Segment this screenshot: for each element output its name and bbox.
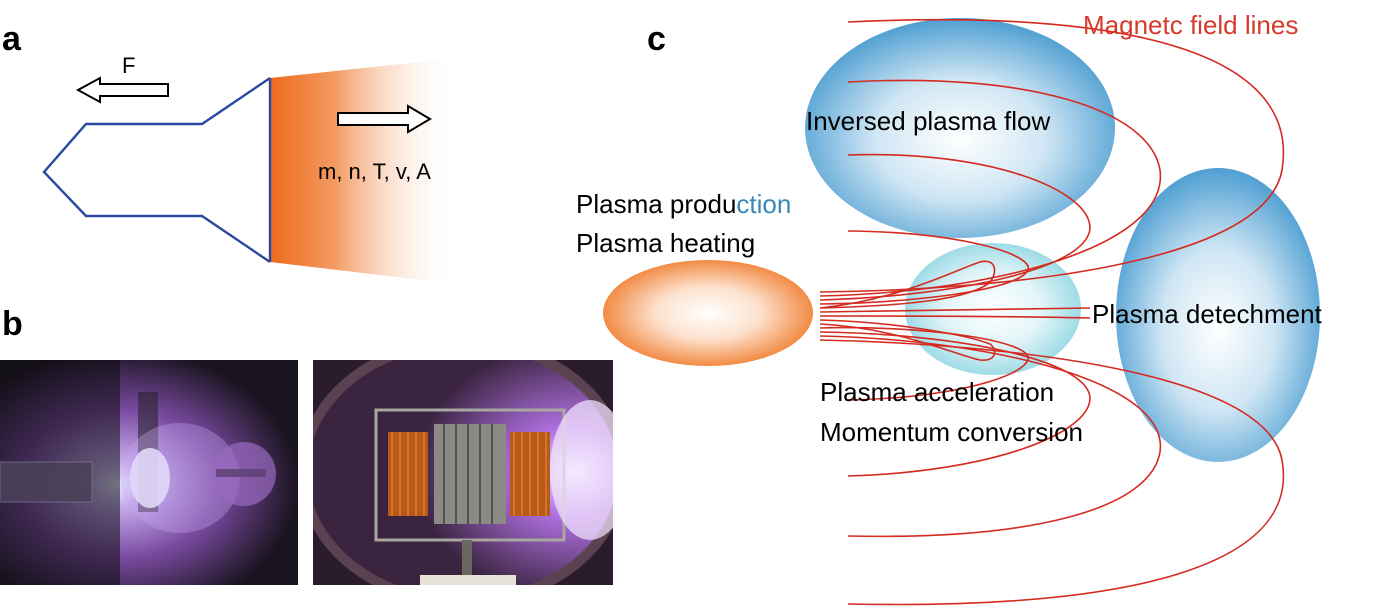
nozzle-outline xyxy=(42,77,271,263)
panel-b-label: b xyxy=(2,305,23,343)
conversion-label: Momentum conversion xyxy=(820,417,1083,447)
field-line xyxy=(819,307,1091,313)
field-lines-label: Magnetc field lines xyxy=(1083,10,1298,40)
magnetic-field-lines xyxy=(819,19,1285,606)
panel-a-label: a xyxy=(2,20,22,58)
force-arrow-icon xyxy=(75,76,169,104)
field-line xyxy=(819,331,1091,477)
field-line xyxy=(819,339,1285,606)
acceleration-label: Plasma acceleration xyxy=(820,377,1054,407)
field-line xyxy=(819,79,1162,297)
panel-c: c Magnetc field lines xyxy=(576,10,1323,606)
field-line xyxy=(819,19,1285,293)
field-line xyxy=(819,260,996,309)
field-line xyxy=(819,335,1162,538)
production-label-prefix: Plasma produ xyxy=(576,189,736,219)
field-line xyxy=(819,326,1029,401)
production-label: Plasma production xyxy=(576,189,791,219)
detachment-region xyxy=(1116,168,1320,462)
force-label: F xyxy=(122,53,135,78)
field-line xyxy=(819,153,1091,301)
inversed-flow-label: Inversed plasma flow xyxy=(806,106,1050,136)
panel-b: b xyxy=(0,305,613,585)
production-label-suffix: ction xyxy=(736,189,791,219)
exhaust-arrow-icon xyxy=(337,104,432,134)
panel-c-label: c xyxy=(647,20,666,58)
field-line xyxy=(819,315,1091,319)
detachment-label: Plasma detechment xyxy=(1092,299,1323,329)
inversed-flow-region xyxy=(805,18,1115,238)
heating-label: Plasma heating xyxy=(576,228,755,258)
field-line xyxy=(819,230,1029,305)
panel-a: a F m, n, T, v, A xyxy=(2,20,456,284)
production-region xyxy=(603,260,813,366)
plume-parameters-label: m, n, T, v, A xyxy=(318,159,431,184)
thruster-in-chamber-photo xyxy=(313,360,613,585)
plasma-plume-photo xyxy=(0,360,298,585)
